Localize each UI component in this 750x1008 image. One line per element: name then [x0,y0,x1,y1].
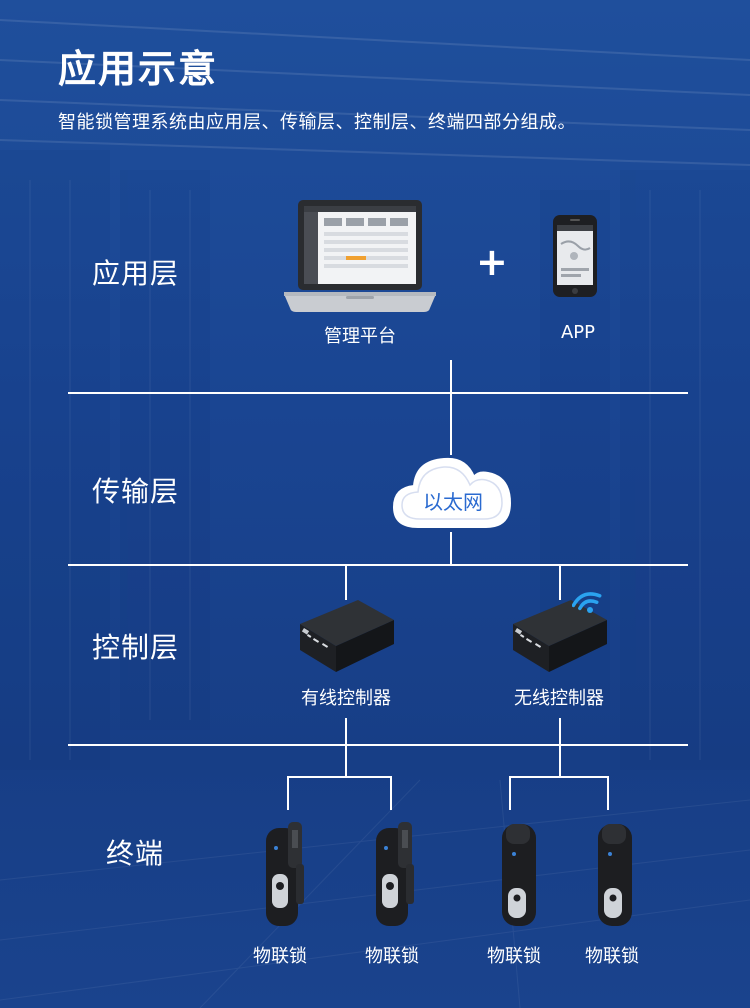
smart-lock-icon [376,822,414,926]
smart-lock-icon [598,824,632,926]
plus-icon: + [476,240,508,284]
lock-label-2: 物联锁 [365,946,419,967]
wireless-controller-icon [513,600,607,672]
smartphone-icon [553,215,597,297]
page-subtitle: 智能锁管理系统由应用层、传输层、控制层、终端四部分组成。 [58,112,576,133]
layer-label-application: 应用层 [92,257,180,290]
cloud-icon [392,457,512,528]
wired-controller-label: 有线控制器 [301,688,391,709]
smart-lock-icon [266,822,304,926]
lock-label-3: 物联锁 [487,946,541,967]
cloud-label: 以太网 [423,490,483,514]
layer-label-control: 控制层 [92,631,180,664]
app-label: APP [560,322,596,343]
smart-lock-icon [502,824,536,926]
layer-label-terminal: 终端 [106,837,165,870]
page-title: 应用示意 [58,47,219,91]
wired-controller-icon [300,600,394,672]
lock-label-4: 物联锁 [585,946,639,967]
layer-label-transport: 传输层 [92,475,180,508]
platform-label: 管理平台 [324,326,396,347]
wifi-icon [572,592,602,613]
laptop-icon [284,200,436,312]
wireless-lock-branch [509,776,609,810]
lock-label-1: 物联锁 [253,946,307,967]
wired-lock-branch [287,776,392,810]
wireless-controller-label: 无线控制器 [514,688,604,709]
